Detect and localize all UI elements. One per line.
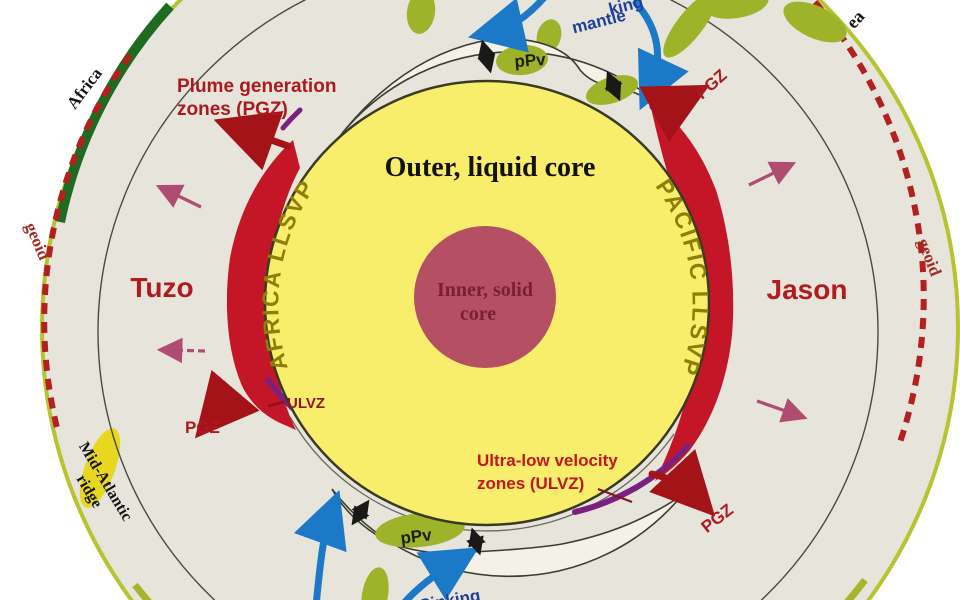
ulvz-short-label: ULVZ <box>287 395 325 412</box>
slab-blob-top-right <box>783 1 847 43</box>
blue-arrow-bottom-center <box>402 547 479 600</box>
plume-generation-label-line1: Plume generation <box>177 76 336 97</box>
pgz-arrow-bottom-left <box>194 369 260 439</box>
inner-core-disc <box>414 226 556 368</box>
slab-blob-top-center <box>663 0 717 58</box>
double-arrow-top-lens-right <box>604 70 623 102</box>
ppv-label-top: pPv <box>514 50 547 71</box>
blue-arrow-top-left <box>468 0 547 53</box>
slab-blob-top-left <box>406 0 436 34</box>
pink-arrow-upper-left <box>155 184 202 209</box>
pgz-label-bottom-left: PGZ <box>185 418 220 437</box>
double-arrow-top-lens-left <box>477 39 496 74</box>
geoid-dashed-arc-right <box>812 0 927 449</box>
pink-arrow-lower-left <box>156 337 206 364</box>
blue-arrow-top-right <box>632 0 689 111</box>
double-arrow-bottom-lens-right <box>466 527 486 556</box>
pgz-arrow-bottom-right <box>648 448 716 517</box>
tuzo-label: Tuzo <box>130 272 193 303</box>
ppv-label-bottom: pPv <box>399 525 433 548</box>
slab-blob-bottom <box>361 567 389 600</box>
africa-llsvp-blob <box>226 140 300 430</box>
pacific-llsvp-blob <box>649 99 734 481</box>
pink-arrow-lower-right <box>756 398 808 423</box>
inner-core-label-line1: Inner, solid <box>437 279 533 301</box>
ulvz-left-connector <box>267 400 285 408</box>
plume-generation-label-line2: zones (PGZ) <box>177 99 288 120</box>
ulvz-long-label-line2: zones (ULVZ) <box>477 474 584 493</box>
jason-label: Jason <box>767 274 848 305</box>
geoid-dashed-arc-left <box>41 53 133 433</box>
ulvz-bottom-connector <box>597 487 633 504</box>
inner-core-label-line2: core <box>460 303 496 325</box>
double-arrow-bottom-lens-left <box>351 499 370 526</box>
outer-core-label: Outer, liquid core <box>385 152 596 183</box>
pgz-arrow-top-right <box>639 84 710 143</box>
pink-arrow-upper-right <box>748 161 797 187</box>
pgz-arrow-top-left <box>213 110 292 171</box>
slab-blob-top-right-edge <box>705 0 769 19</box>
mid-atlantic-ridge-bulge <box>79 428 121 508</box>
blue-arrow-bottom-left <box>293 489 347 600</box>
ulvz-long-label-line1: Ultra-low velocity <box>477 451 618 470</box>
mid-mantle-boundary-ring <box>97 0 879 600</box>
